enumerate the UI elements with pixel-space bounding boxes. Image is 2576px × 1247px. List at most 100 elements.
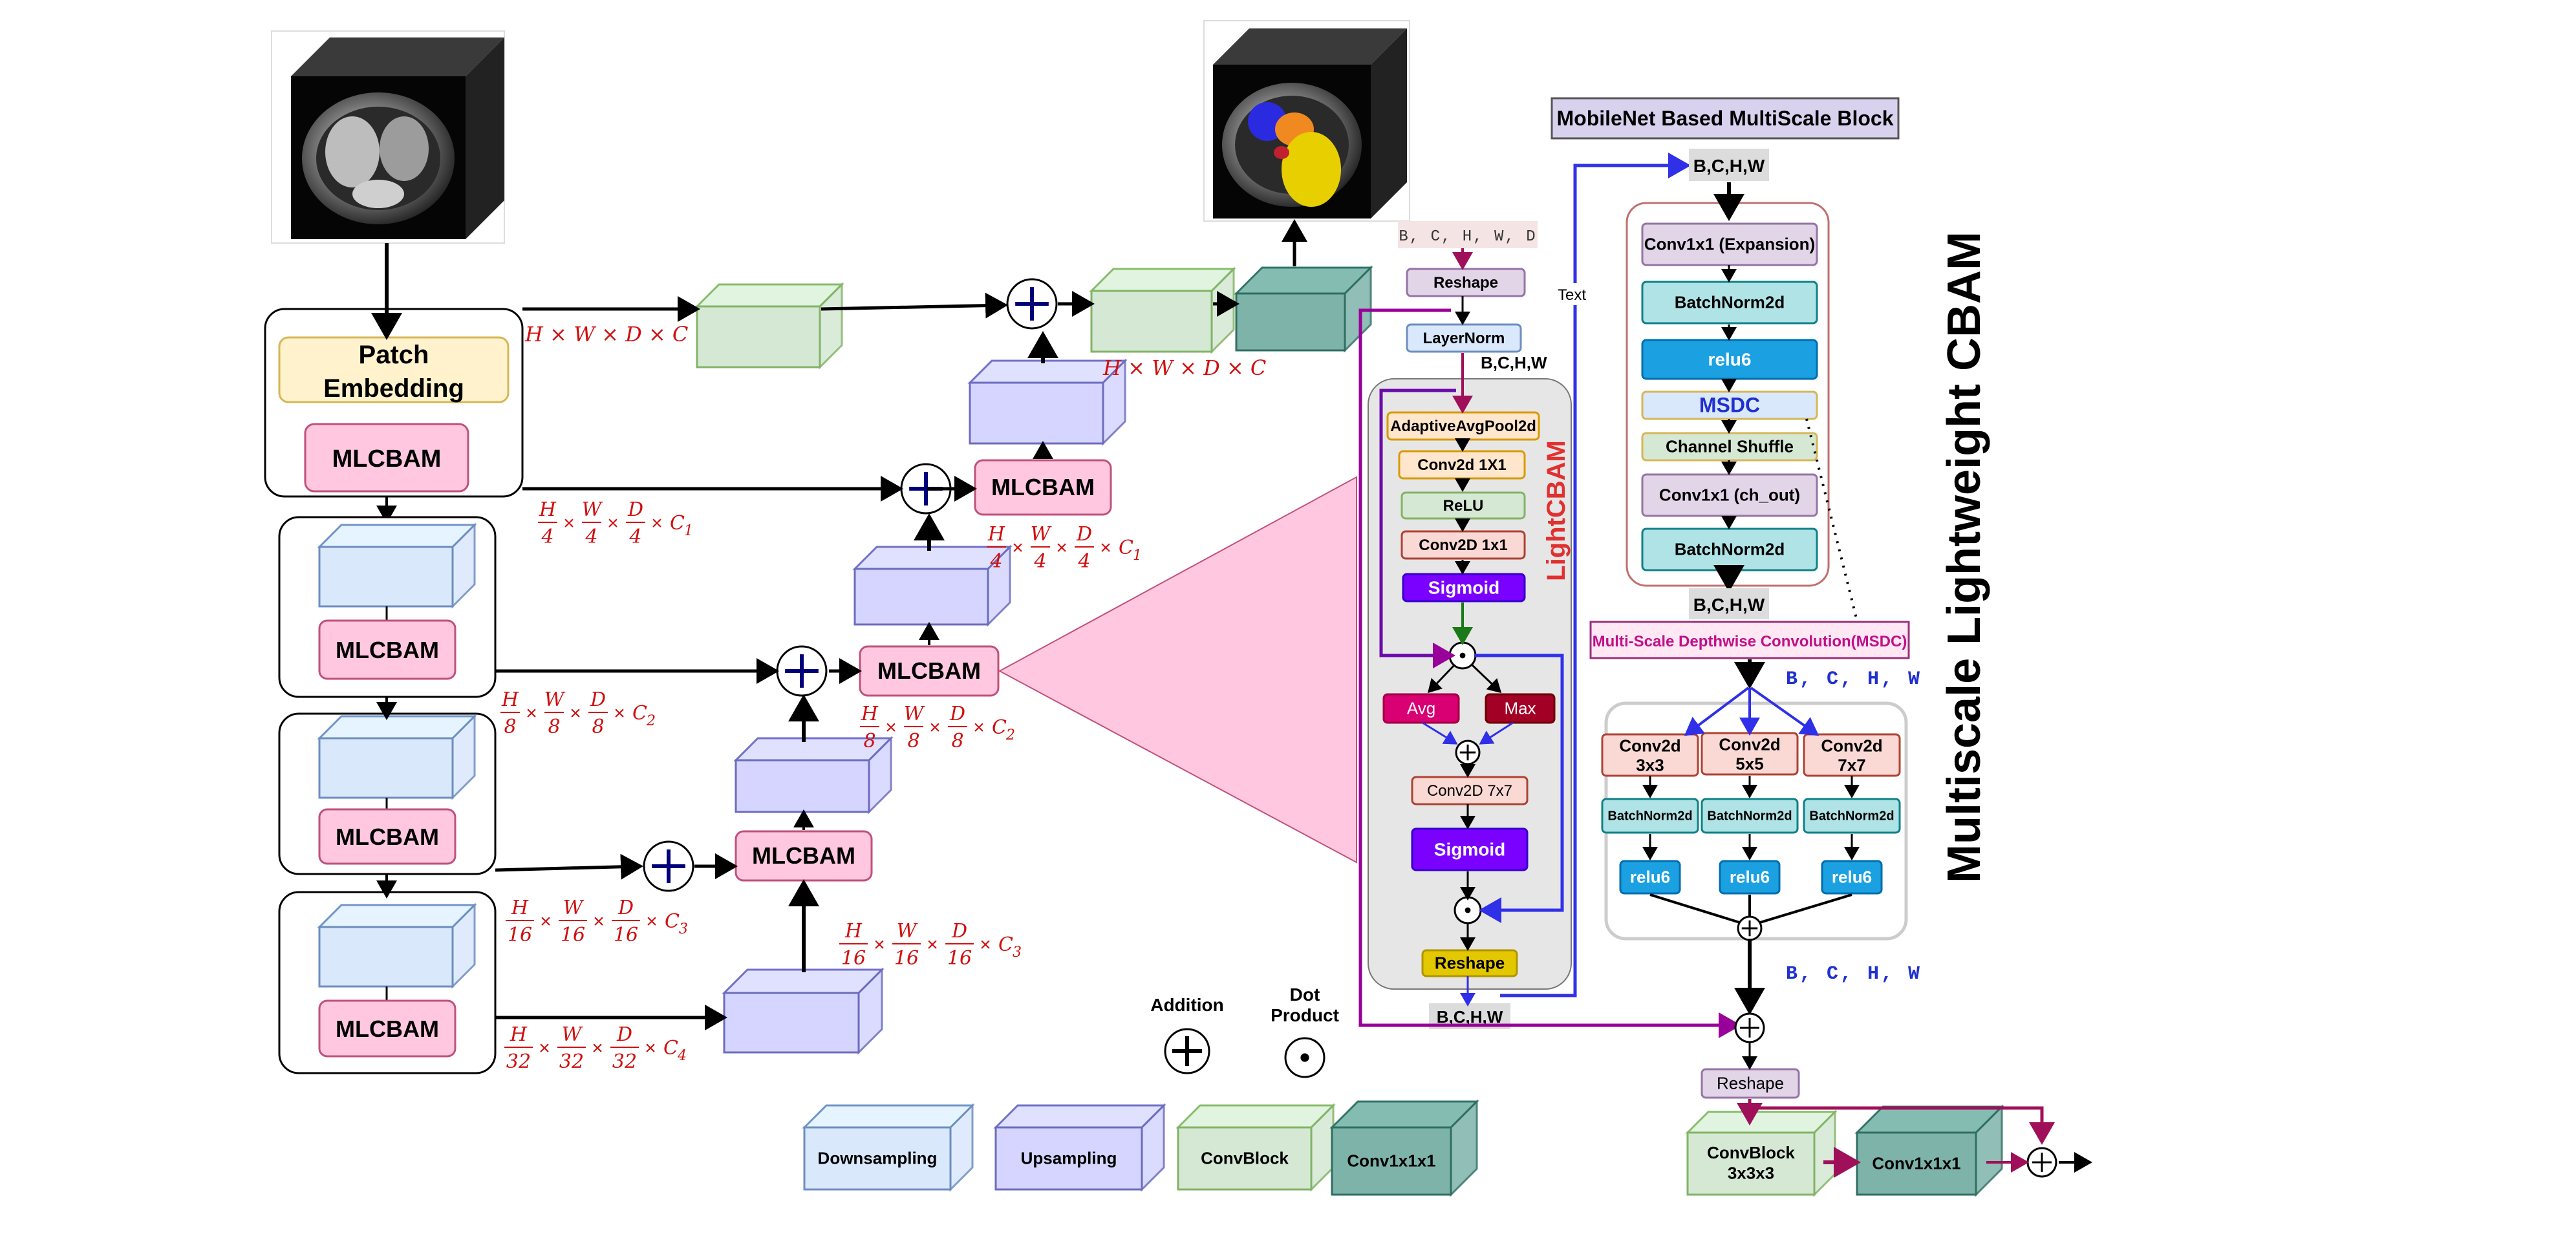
svg-text:Reshape: Reshape (1717, 1074, 1784, 1093)
svg-text:×: × (563, 513, 575, 534)
svg-text:4: 4 (1077, 550, 1090, 573)
svg-text:W: W (1031, 523, 1052, 546)
svg-text:ReLU: ReLU (1443, 497, 1484, 515)
arrow-outer-residual (1358, 308, 1741, 1038)
addition-node (1734, 1012, 1765, 1043)
svg-text:×: × (929, 717, 941, 738)
svg-text:relu6: relu6 (1832, 868, 1872, 887)
svg-text:×: × (1100, 537, 1111, 559)
arrow-lc-avg (1427, 663, 1456, 694)
svg-text:32: 32 (612, 1050, 637, 1073)
decoder-mlcbam-3: MLCBAM (735, 830, 873, 882)
reshape-node: Reshape (1406, 268, 1526, 297)
upsampling-block-1 (967, 358, 1128, 446)
decoder-mlcbam-2: MLCBAM (859, 645, 1000, 697)
svg-text:Conv1x1 (Expansion): Conv1x1 (Expansion) (1644, 235, 1815, 254)
dot-product-node (1454, 896, 1482, 924)
conv1x1x1-output (1234, 265, 1373, 353)
svg-text:D: D (949, 703, 965, 725)
svg-text:W: W (562, 1023, 583, 1046)
svg-text:16: 16 (561, 924, 585, 946)
svg-text:×: × (973, 717, 985, 738)
mobilenet-nodes: Conv1x1 (Expansion)BatchNorm2drelu6MSDCC… (1641, 222, 1818, 571)
shape-mono-1: B, C, H, W (1786, 668, 1922, 690)
arrow-lc-max (1470, 663, 1502, 694)
msdc-zoom-dotted (1805, 418, 1858, 621)
svg-text:×: × (607, 513, 619, 534)
upsampling-cube (967, 358, 1128, 446)
svg-text:Multi-Scale Depthwise Convolut: Multi-Scale Depthwise Convolution(MSDC) (1593, 633, 1907, 650)
svg-text:C: C (998, 933, 1013, 956)
svg-text:MLCBAM: MLCBAM (877, 657, 981, 684)
msdc-node: MSDC (1641, 390, 1818, 420)
relu6-node: relu6 (1641, 339, 1818, 380)
arrow-convblock-to-add (821, 292, 1008, 319)
svg-text:relu6: relu6 (1730, 868, 1770, 887)
svg-text:H: H (987, 523, 1005, 546)
svg-text:4: 4 (628, 526, 641, 548)
svg-text:16: 16 (947, 947, 972, 970)
svg-text:16: 16 (508, 924, 532, 946)
svg-text:H: H (511, 897, 529, 919)
svg-text:Conv2D 7x7: Conv2D 7x7 (1427, 782, 1512, 800)
arrow-to-mobilenet (1500, 153, 1691, 997)
svg-text:MSDC: MSDC (1699, 394, 1760, 417)
upsampling-cube (852, 544, 1013, 627)
svg-text:C: C (1119, 537, 1133, 559)
svg-text:B,C,H,W: B,C,H,W (1693, 156, 1765, 176)
lightcbam-title: LightCBAM (1542, 440, 1571, 581)
svg-text:8: 8 (907, 730, 919, 752)
legend-conv1x1: Conv1x1x1 (1329, 1099, 1479, 1197)
batchnorm-branch-node: BatchNorm2d (1701, 798, 1799, 834)
svg-text:H: H (861, 703, 879, 725)
shape-label: B,C,H,W (1481, 353, 1547, 372)
arrow-msdc-branch-1 (1684, 687, 1750, 736)
reshape-node-3: Reshape (1701, 1068, 1800, 1099)
svg-text:×: × (885, 717, 897, 738)
svg-text:16: 16 (841, 947, 866, 970)
addition-node (1455, 740, 1481, 765)
msdc-full-label: Multi-Scale Depthwise Convolution(MSDC) (1589, 621, 1910, 659)
svg-text:W: W (544, 688, 566, 711)
svg-text:4: 4 (541, 526, 553, 548)
addition-node (2026, 1147, 2057, 1178)
svg-text:×: × (526, 703, 537, 724)
arrow-reshape-add-skip (1750, 1106, 2055, 1145)
mobilenet-title: MobileNet Based MultiScale Block (1551, 97, 1900, 140)
avg-node: Avg (1382, 693, 1460, 724)
mlcbam-label: MLCBAM (336, 637, 439, 663)
svg-text:B,C,H,W: B,C,H,W (1437, 1007, 1503, 1027)
svg-text:8: 8 (863, 730, 875, 752)
svg-text:relu6: relu6 (1630, 868, 1670, 887)
svg-text:1: 1 (1133, 548, 1142, 564)
svg-text:16: 16 (894, 947, 919, 970)
svg-text:Sigmoid: Sigmoid (1428, 577, 1499, 597)
svg-text:×: × (540, 911, 552, 932)
svg-text:W: W (582, 498, 603, 521)
svg-text:×: × (980, 934, 991, 955)
side-title: Multiscale Lightweight CBAM (1938, 231, 1990, 883)
conv1x1-chout-node: Conv1x1 (ch_out) (1641, 473, 1818, 517)
legend-upsampling: Upsampling (993, 1103, 1166, 1192)
sigmoid-node: Sigmoid (1402, 573, 1526, 602)
svg-text:D: D (617, 897, 634, 919)
upsampling-block-2 (852, 544, 1013, 627)
downsampling-cube (317, 522, 477, 609)
svg-text:B, C, H, W, D: B, C, H, W, D (1399, 228, 1536, 246)
svg-text:C: C (632, 702, 647, 725)
svg-text:4: 4 (1033, 550, 1046, 573)
svg-text:Sigmoid: Sigmoid (1434, 839, 1505, 859)
svg-text:C: C (670, 512, 685, 535)
relu6-branch-node: relu6 (1719, 860, 1781, 895)
svg-text:×: × (927, 934, 938, 955)
mlcbam-label: MLCBAM (332, 445, 442, 473)
svg-text:H: H (844, 920, 863, 943)
svg-text:8: 8 (951, 730, 963, 752)
